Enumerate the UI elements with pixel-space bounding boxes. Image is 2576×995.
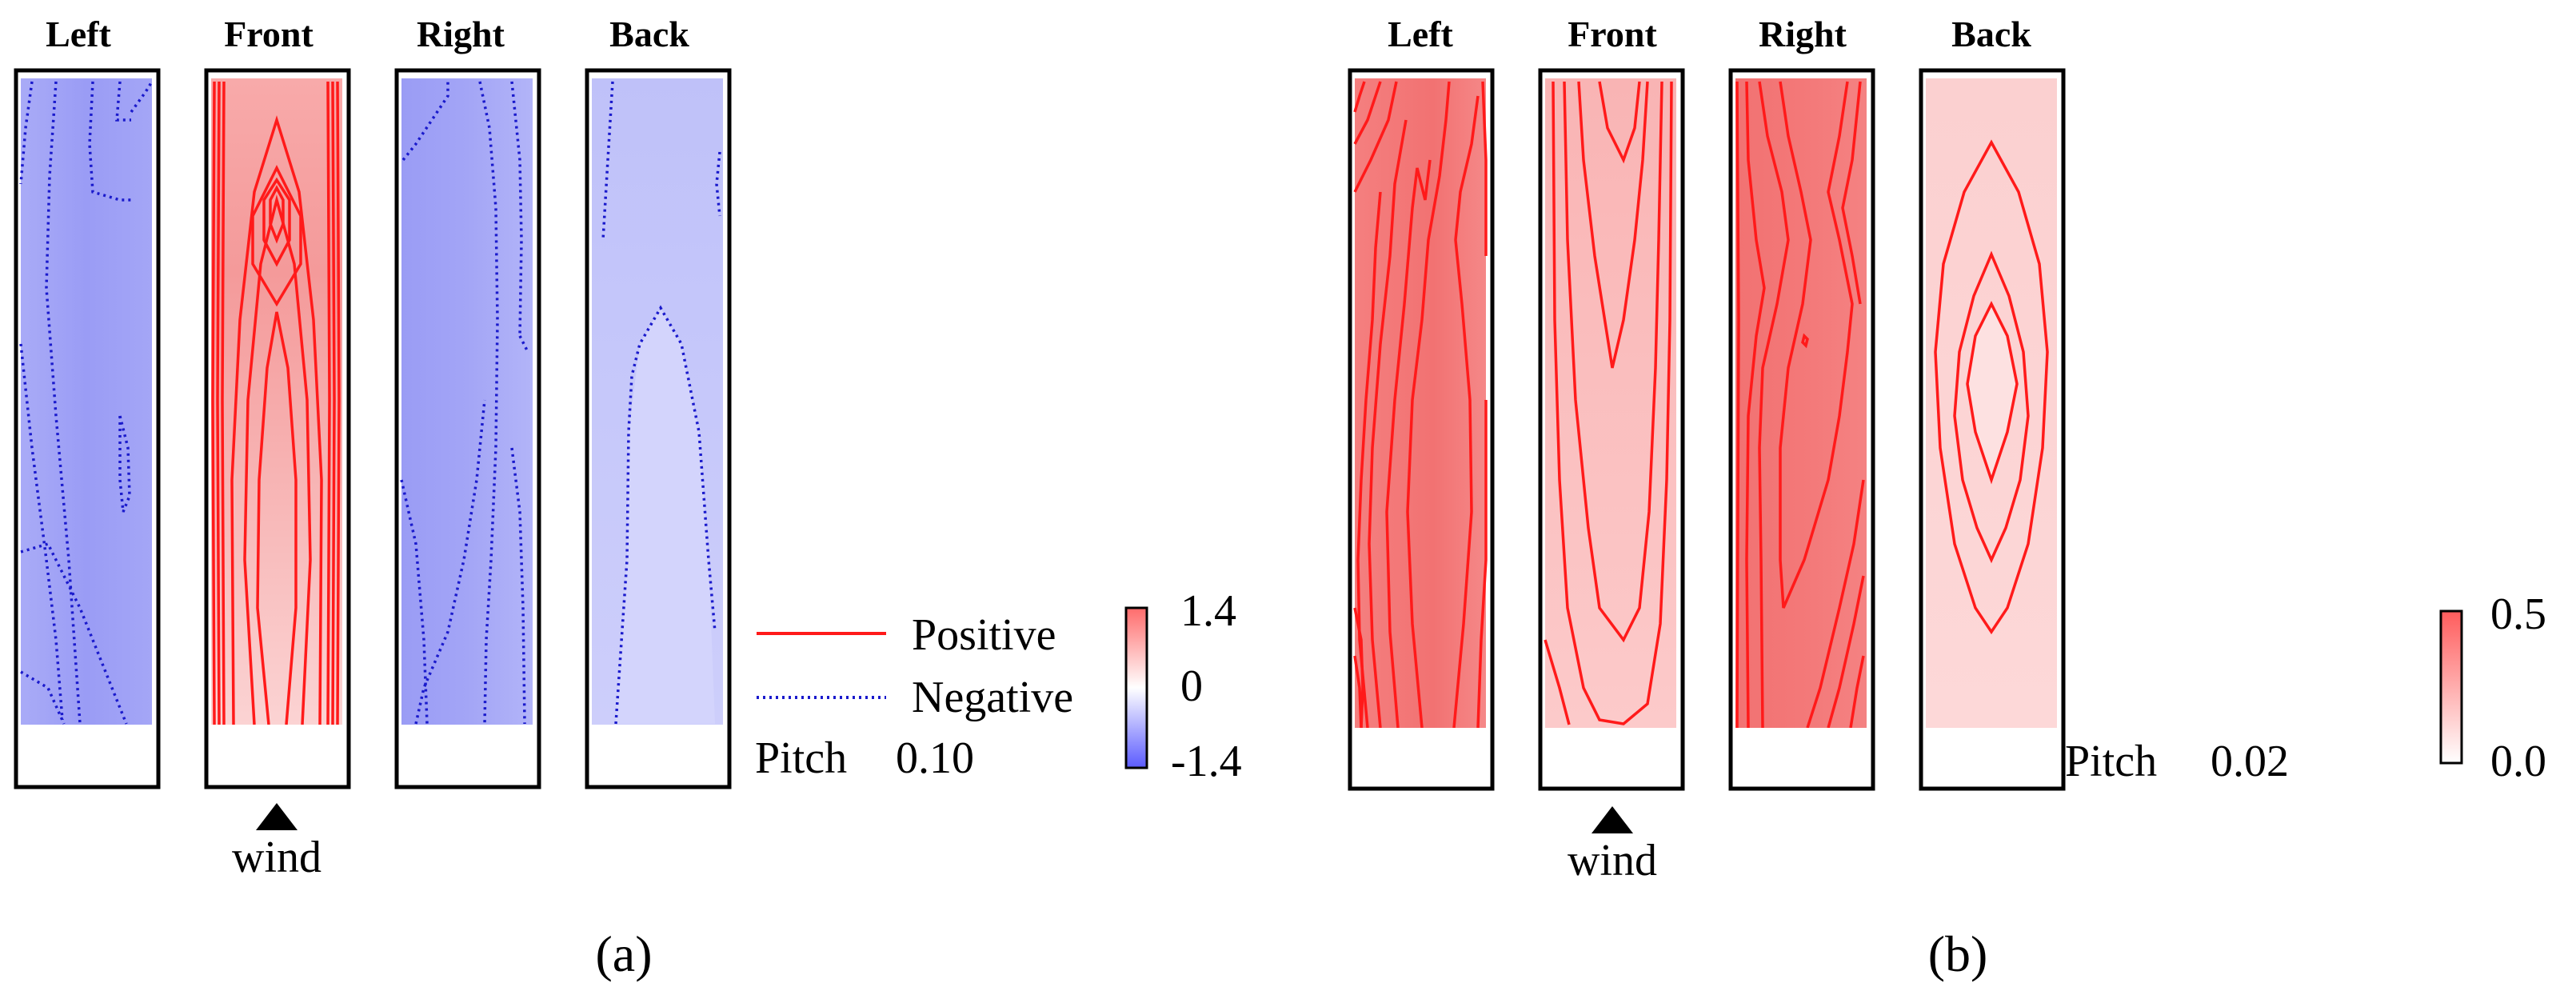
- panel-a: Left Front Right Back: [14, 14, 1242, 982]
- positive-contours: [1735, 81, 1865, 729]
- base-blank: [21, 725, 152, 782]
- face-front-a: [204, 68, 351, 789]
- face-frame: [14, 68, 161, 789]
- face-front-b: [1538, 68, 1685, 791]
- face-right-b: [1728, 68, 1875, 791]
- face-frame: [1348, 68, 1495, 791]
- wind-label: wind: [1568, 836, 1657, 885]
- face-frame: [1919, 68, 2066, 791]
- face-title-front: Front: [224, 14, 314, 54]
- contour-field: [401, 78, 533, 725]
- face-title-left: Left: [46, 14, 111, 54]
- face-back-b: [1919, 68, 2066, 791]
- base-blank: [1355, 728, 1486, 785]
- colorbar: [2439, 609, 2463, 765]
- colorbar-mid-label: 0: [1180, 661, 1203, 711]
- wind-arrow-icon: [256, 803, 298, 830]
- face-title-right: Right: [417, 14, 505, 54]
- base-blank: [211, 725, 342, 782]
- face-back-a: [585, 68, 732, 789]
- contour-field: [1545, 78, 1676, 728]
- positive-contours: [1353, 81, 1488, 729]
- colorbar: [1124, 606, 1148, 769]
- colorbar-min-label: 0.0: [2490, 737, 2546, 786]
- positive-contours: [1934, 139, 2049, 635]
- contour-field: [21, 78, 152, 725]
- pitch-label: Pitch: [2065, 737, 2157, 786]
- pitch-label: Pitch: [755, 733, 847, 783]
- lighter-region: [616, 308, 715, 724]
- base-blank: [1926, 728, 2057, 785]
- face-title-back: Back: [1951, 14, 2031, 54]
- legend-positive-label: Positive: [912, 610, 1056, 660]
- panel-label-a: (a): [595, 925, 652, 982]
- pitch-value: 0.10: [896, 733, 974, 783]
- face-frame: [1728, 68, 1875, 791]
- colorbar-max-label: 0.5: [2490, 589, 2546, 639]
- base-blank: [1545, 728, 1676, 785]
- contour-field: [1735, 78, 1867, 728]
- positive-contours: [1544, 81, 1673, 725]
- panel-b: Left Front Right Back: [1348, 14, 2546, 982]
- base-blank: [1735, 728, 1867, 785]
- face-frame: [394, 68, 541, 789]
- colorbar-min-label: -1.4: [1171, 737, 1242, 786]
- face-right-a: [394, 68, 541, 789]
- positive-contours: [211, 81, 341, 725]
- face-left-b: [1348, 68, 1495, 791]
- negative-contours: [400, 81, 529, 725]
- colorbar-max-label: 1.4: [1180, 586, 1236, 636]
- negative-contours: [19, 81, 154, 725]
- contour-field: [211, 78, 342, 725]
- face-frame: [1538, 68, 1685, 791]
- base-blank: [401, 725, 533, 782]
- wind-arrow-icon: [1592, 806, 1633, 833]
- face-title-front: Front: [1568, 14, 1657, 54]
- face-left-a: [14, 68, 161, 789]
- negative-contours: [601, 81, 721, 725]
- base-blank: [592, 725, 723, 782]
- face-title-left: Left: [1388, 14, 1453, 54]
- face-frame: [204, 68, 351, 789]
- face-title-back: Back: [609, 14, 689, 54]
- panel-label-b: (b): [1928, 925, 1988, 982]
- face-title-right: Right: [1759, 14, 1847, 54]
- wind-label: wind: [232, 833, 322, 882]
- legend-negative-label: Negative: [912, 673, 1073, 722]
- pitch-value: 0.02: [2211, 737, 2289, 786]
- face-frame: [585, 68, 732, 789]
